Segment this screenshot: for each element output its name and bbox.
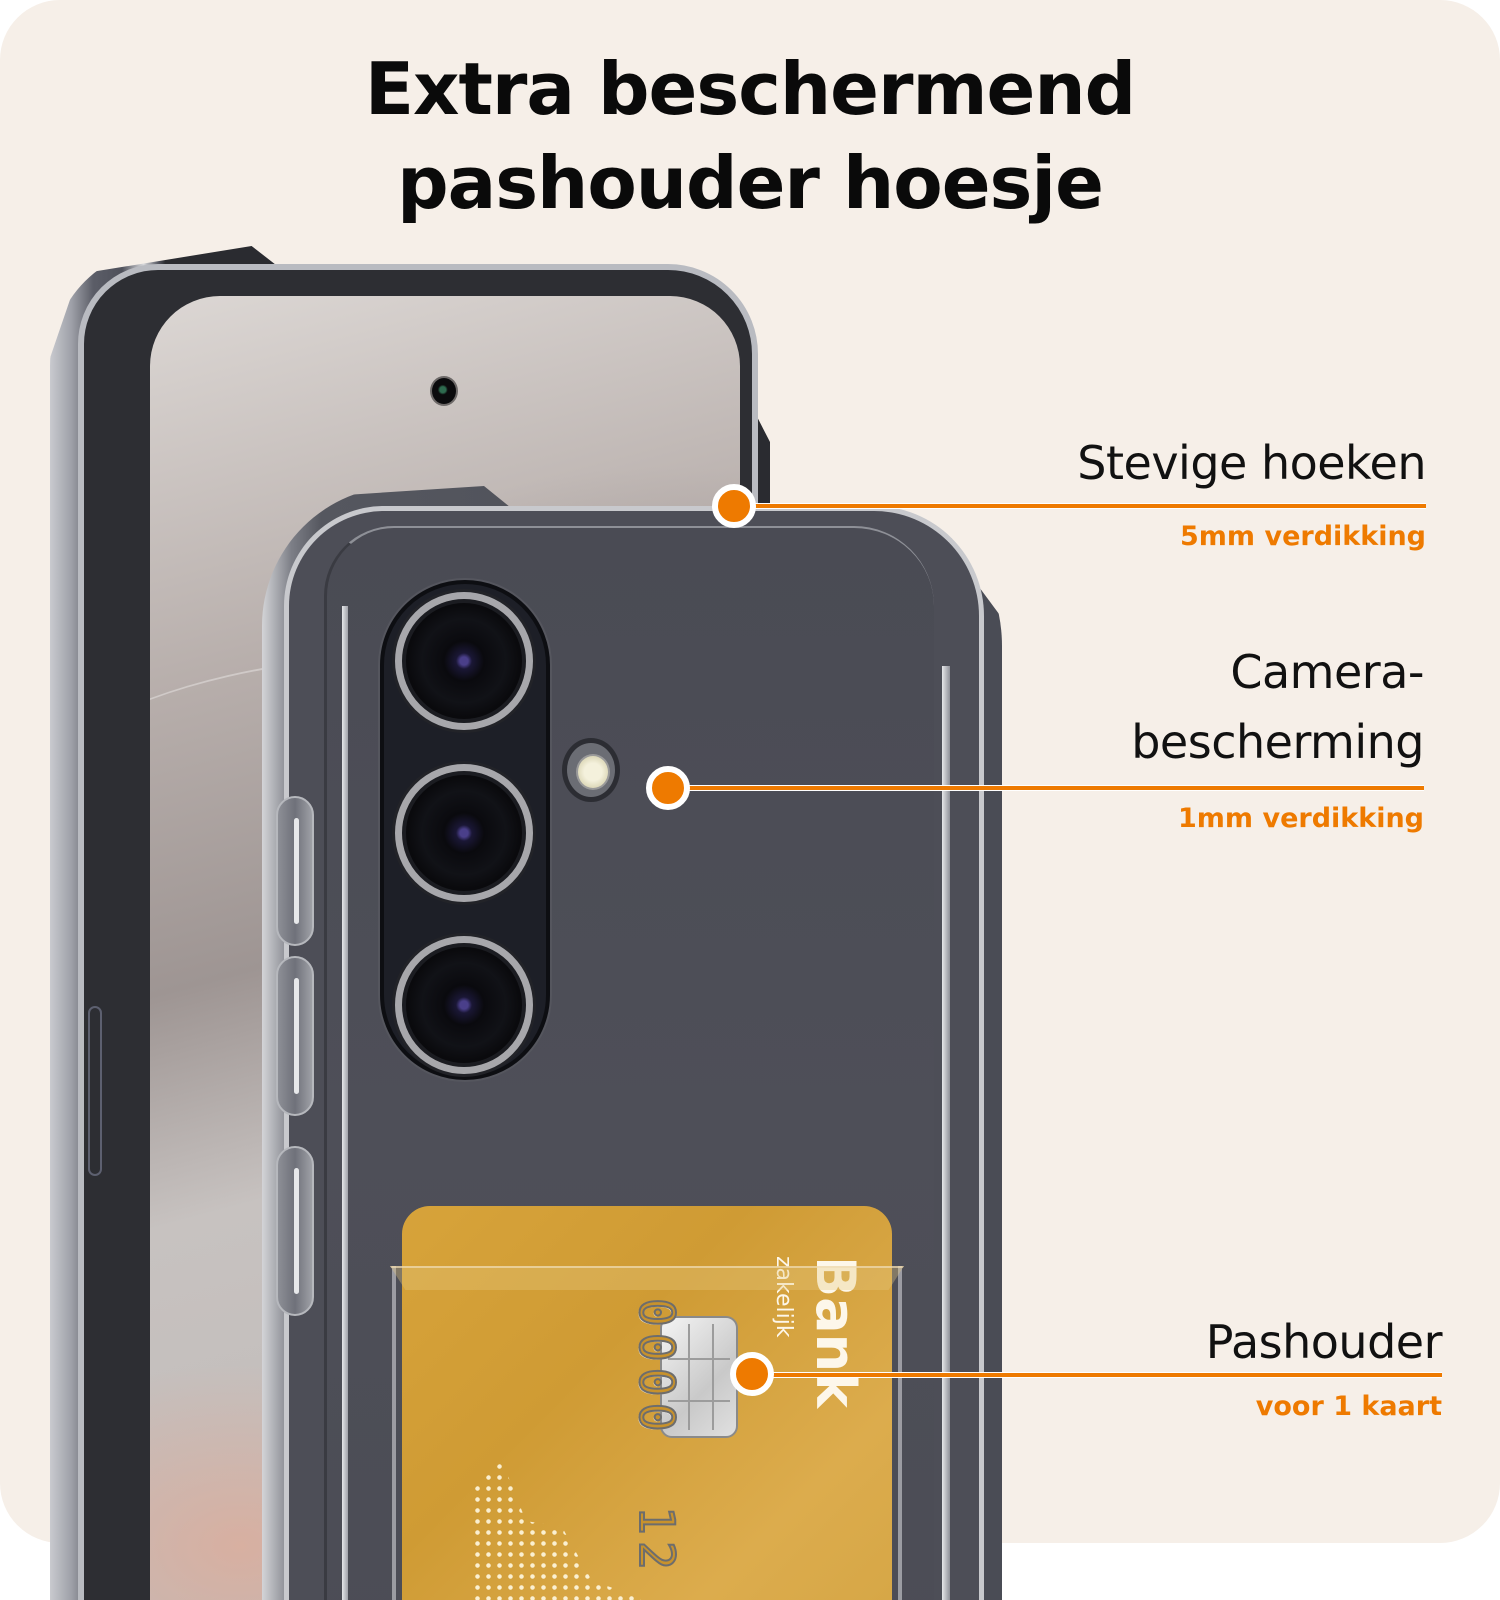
case-left-edge (342, 606, 348, 1600)
callout-label-cardholder: Pashouder (1205, 1315, 1443, 1369)
title-line-2: pashouder hoesje (397, 141, 1104, 225)
back-phone-image: 0000 12 zakelijk Bank (262, 486, 1002, 1600)
card-pocket-edge (390, 1266, 904, 1290)
orange-dot-icon (646, 766, 690, 810)
selfie-camera-icon (430, 376, 458, 406)
orange-dot-icon (730, 1352, 774, 1396)
callout-label-corners: Stevige hoeken (1077, 436, 1426, 490)
callout-label-camera-line2: bescherming (1131, 715, 1424, 769)
callout-line-cardholder (760, 1372, 1442, 1378)
flash-icon (562, 738, 620, 802)
bank-card: 0000 12 zakelijk Bank (402, 1206, 892, 1600)
callout-label-camera-line1: Camera- (1230, 644, 1424, 700)
volume-up-button-cover (276, 796, 314, 946)
callout-label-camera-text1: Camera- (1230, 645, 1424, 699)
page-title: Extra beschermend pashouder hoesje (0, 42, 1500, 230)
case-right-edge (942, 666, 950, 1600)
camera-module (380, 580, 550, 1080)
volume-down-button-cover (276, 956, 314, 1116)
lens-icon (395, 764, 533, 902)
power-button-cover (276, 1146, 314, 1316)
orange-dot-icon (712, 484, 756, 528)
lens-icon (395, 592, 533, 730)
title-line-1: Extra beschermend (364, 47, 1136, 131)
callout-line-corners (740, 503, 1426, 509)
card-pocket-sides (392, 1266, 902, 1600)
callout-sublabel-camera: 1mm verdikking (1178, 803, 1424, 834)
callout-sublabel-corners: 5mm verdikking (1180, 521, 1426, 552)
callout-line-camera (680, 785, 1424, 791)
chip-icon (660, 1316, 738, 1438)
lens-icon (395, 936, 533, 1074)
side-key-outline (88, 1006, 102, 1176)
callout-sublabel-cardholder: voor 1 kaart (1255, 1391, 1442, 1422)
